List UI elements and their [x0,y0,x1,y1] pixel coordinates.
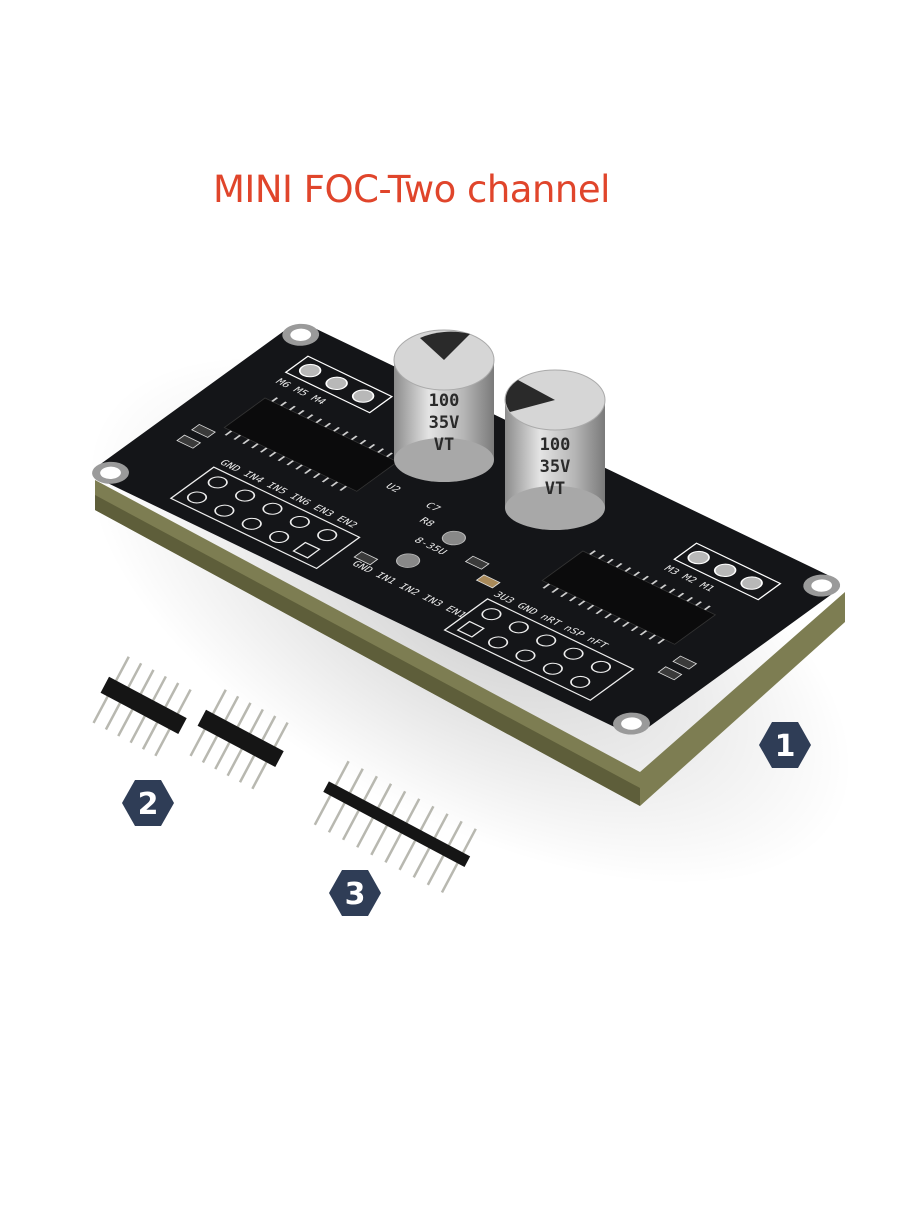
header-footprint-right [443,598,635,701]
driver-ic-right [541,550,717,645]
dual-row-pin-header-1 [92,656,192,757]
badge-1: 1 [759,722,811,768]
pcb-edge-dark [95,495,640,806]
dual-row-pin-header-2 [189,689,289,790]
single-row-pin-header [313,760,477,893]
cap2-voltage: 35V [540,457,571,477]
driver-ic-left [223,397,399,492]
pcb-board: M6 M5 M4 M3 M2 M1 GND IN4 IN5 IN6 EN3 EN… [92,323,841,735]
capacitor-2: 100 35V VT [504,369,606,530]
cap2-value: 100 [540,435,571,455]
silk-u2: U2 [382,482,403,494]
smd-components [176,423,698,681]
capacitor-1: 100 35V VT [393,329,495,482]
motor-pads-right [673,542,782,601]
mounting-holes [92,323,841,735]
badge-2-label: 2 [138,787,159,822]
cap1-value: 100 [429,391,460,411]
header-footprint-left [169,466,361,570]
badge-3: 3 [329,870,381,916]
product-title: MINI FOC-Two channel [213,168,610,211]
silk-c7: C7 [422,501,443,513]
silk-r8: R8 [416,516,437,528]
power-pad-plus [441,530,466,546]
badge-2: 2 [122,780,174,826]
power-pad-minus [395,553,421,568]
badge-1-label: 1 [775,729,796,764]
cap1-voltage: 35V [429,413,460,433]
badge-3-label: 3 [345,877,366,912]
cap1-series: VT [434,435,454,455]
motor-pads-left [284,355,394,414]
cap2-series: VT [545,479,565,499]
